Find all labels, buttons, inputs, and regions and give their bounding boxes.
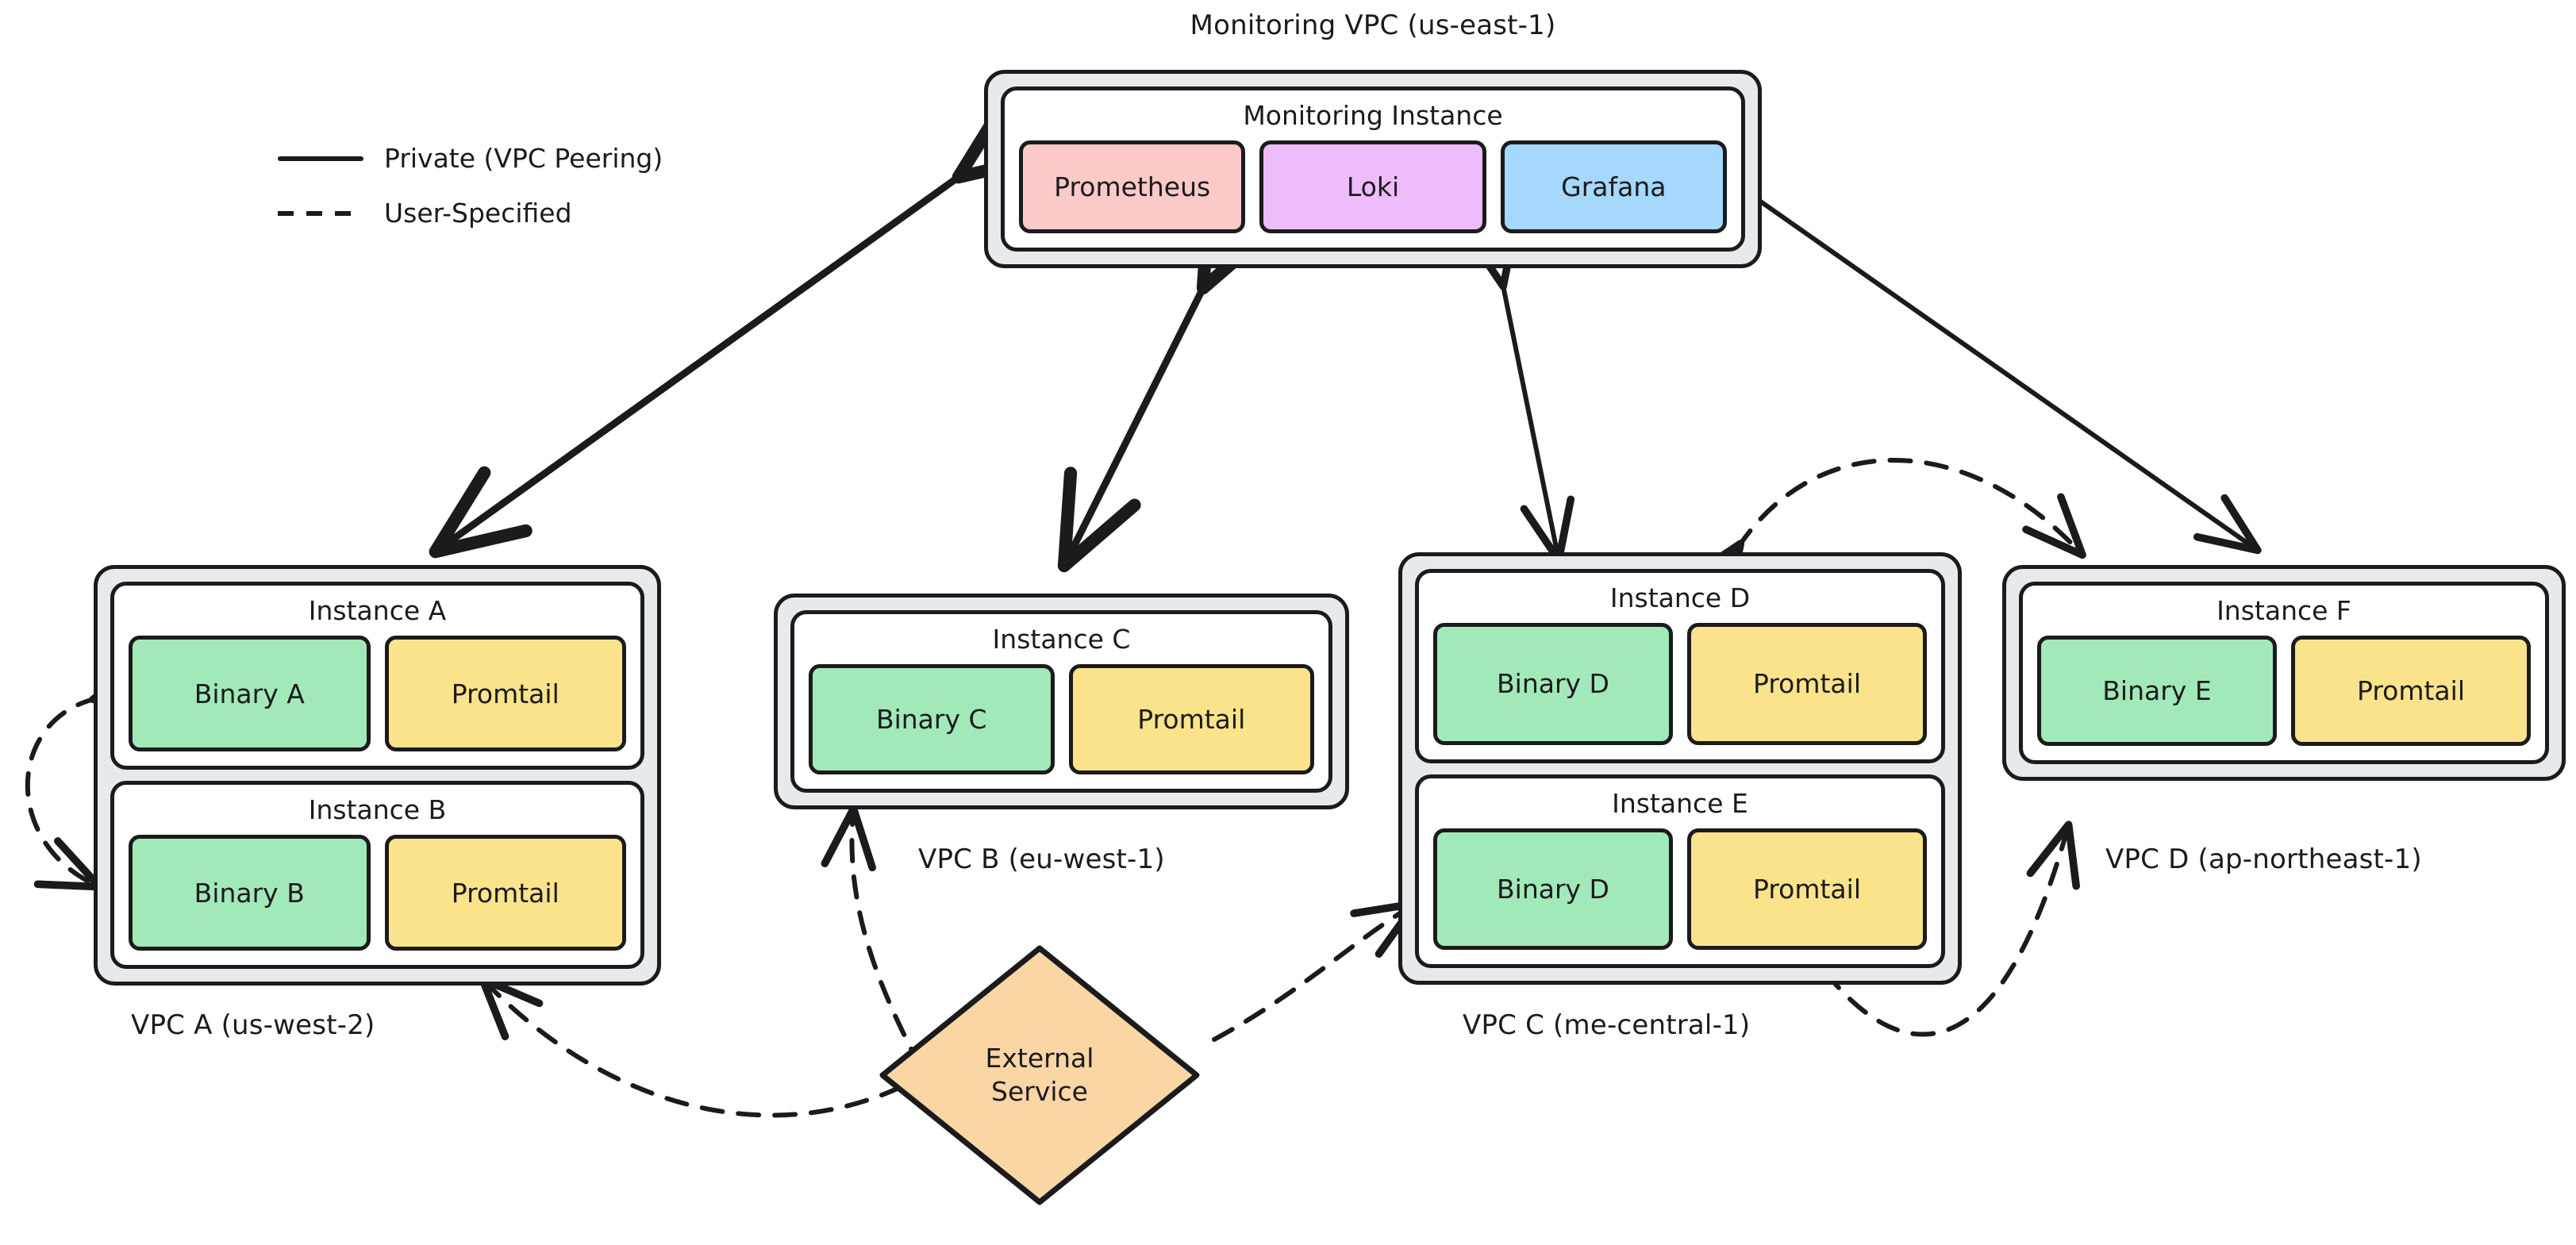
instance-b[interactable]: Instance B Binary B Promtail <box>110 781 644 969</box>
edge-monitoring-to-vpc-a <box>429 91 1055 559</box>
instance-c-process-row: Binary C Promtail <box>809 664 1314 774</box>
vpc-a[interactable]: Instance A Binary A Promtail Instance B … <box>94 565 661 986</box>
monitoring-vpc[interactable]: Monitoring Instance Prometheus Loki Graf… <box>984 70 1762 268</box>
process-promtail-a[interactable]: Promtail <box>384 636 626 751</box>
process-promtail-c[interactable]: Promtail <box>1068 664 1314 774</box>
instance-b-title: Instance B <box>308 794 447 825</box>
edge-vpc-c-to-vpc-d-top <box>1685 458 2086 609</box>
process-binary-e-slot[interactable]: Binary D <box>1433 828 1673 950</box>
process-grafana[interactable]: Grafana <box>1500 140 1727 233</box>
edge-monitoring-to-vpc-d <box>1693 143 2262 555</box>
process-binary-e[interactable]: Binary E <box>2037 636 2277 746</box>
instance-f-title: Instance F <box>2217 595 2351 626</box>
vpc-c[interactable]: Instance D Binary D Promtail Instance E … <box>1398 552 1962 985</box>
instance-a[interactable]: Instance A Binary A Promtail <box>110 582 644 770</box>
instance-a-process-row: Binary A Promtail <box>129 636 626 751</box>
instance-d[interactable]: Instance D Binary D Promtail <box>1415 569 1945 763</box>
instance-f[interactable]: Instance F Binary E Promtail <box>2019 582 2549 764</box>
instance-c[interactable]: Instance C Binary C Promtail <box>790 610 1332 793</box>
vpc-d-label: VPC D (ap-northeast-1) <box>2105 843 2422 875</box>
process-promtail-e[interactable]: Promtail <box>1687 828 1927 950</box>
process-promtail-b[interactable]: Promtail <box>384 835 626 951</box>
process-binary-a[interactable]: Binary A <box>129 636 371 751</box>
process-promtail-d[interactable]: Promtail <box>1687 623 1927 745</box>
instance-e[interactable]: Instance E Binary D Promtail <box>1415 774 1945 968</box>
legend-label-private: Private (VPC Peering) <box>384 143 663 174</box>
instance-b-process-row: Binary B Promtail <box>129 835 626 951</box>
instance-e-process-row: Binary D Promtail <box>1433 828 1927 950</box>
edge-external-to-vpc-c <box>1212 900 1419 1042</box>
diamond-shape-icon <box>879 945 1200 1205</box>
instance-e-title: Instance E <box>1612 787 1748 819</box>
process-binary-c[interactable]: Binary C <box>809 664 1055 774</box>
process-binary-b[interactable]: Binary B <box>129 835 371 951</box>
legend-item-private: Private (VPC Peering) <box>278 143 663 174</box>
edge-external-to-vpc-a <box>479 974 903 1118</box>
legend: Private (VPC Peering) User-Specified <box>278 143 663 229</box>
process-loki[interactable]: Loki <box>1259 140 1486 233</box>
instance-c-title: Instance C <box>992 624 1131 655</box>
process-prometheus[interactable]: Prometheus <box>1019 140 1246 233</box>
edge-monitoring-to-vpc-c <box>1464 221 1575 564</box>
vpc-b-label: VPC B (eu-west-1) <box>918 843 1165 875</box>
instance-f-process-row: Binary E Promtail <box>2037 636 2531 746</box>
process-binary-d[interactable]: Binary D <box>1433 623 1673 745</box>
solid-line-swatch-icon <box>278 156 363 161</box>
instance-d-title: Instance D <box>1609 582 1751 613</box>
edge-monitoring-to-vpc-b <box>1057 189 1280 573</box>
monitoring-instance[interactable]: Monitoring Instance Prometheus Loki Graf… <box>1001 86 1745 252</box>
vpc-d[interactable]: Instance F Binary E Promtail <box>2002 565 2566 781</box>
edge-instance-a-to-instance-b <box>25 659 158 891</box>
legend-item-user-specified: User-Specified <box>278 198 663 229</box>
vpc-b[interactable]: Instance C Binary C Promtail <box>774 594 1349 809</box>
dashed-line-swatch-icon <box>278 210 363 216</box>
legend-label-user-specified: User-Specified <box>384 198 572 229</box>
monitoring-instance-title: Monitoring Instance <box>1243 100 1503 131</box>
instance-d-process-row: Binary D Promtail <box>1433 623 1927 745</box>
vpc-c-label: VPC C (me-central-1) <box>1463 1009 1751 1041</box>
external-service-node[interactable]: External Service <box>873 940 1206 1210</box>
monitoring-process-row: Prometheus Loki Grafana <box>1019 140 1727 233</box>
instance-a-title: Instance A <box>308 595 447 626</box>
process-promtail-f[interactable]: Promtail <box>2291 636 2531 746</box>
monitoring-vpc-label: Monitoring VPC (us-east-1) <box>1190 10 1556 41</box>
vpc-a-label: VPC A (us-west-2) <box>131 1009 375 1041</box>
